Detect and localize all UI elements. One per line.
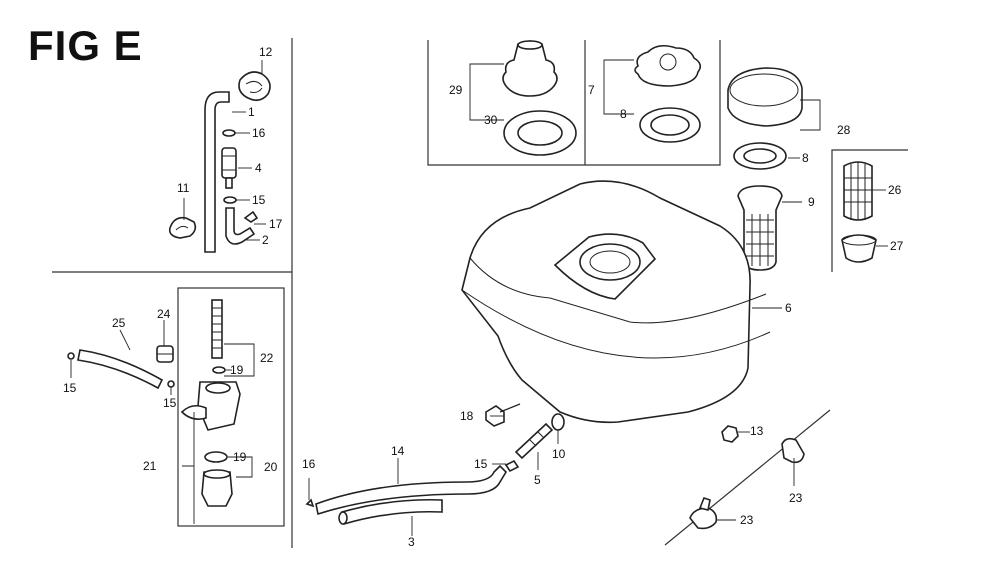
label-9: 9 bbox=[808, 195, 815, 209]
clip-23-upper bbox=[781, 437, 805, 464]
nut-24 bbox=[156, 345, 174, 363]
gasket-8-right bbox=[733, 142, 787, 170]
tube-3 bbox=[338, 498, 443, 526]
label-15-bottom: 15 bbox=[474, 457, 488, 471]
label-19-upper: 19 bbox=[230, 363, 244, 377]
tube-2 bbox=[225, 207, 256, 245]
cap-7 bbox=[634, 44, 702, 87]
label-16-upper: 16 bbox=[252, 126, 266, 140]
label-22: 22 bbox=[260, 351, 274, 365]
label-2: 2 bbox=[262, 233, 269, 247]
label-3: 3 bbox=[408, 535, 415, 549]
label-17: 17 bbox=[269, 217, 283, 231]
fuel-filter-4 bbox=[221, 147, 237, 189]
clamp-15-upper bbox=[223, 196, 237, 204]
label-23-lower: 23 bbox=[740, 513, 754, 527]
label-13: 13 bbox=[750, 424, 764, 438]
strainer-22 bbox=[211, 299, 223, 359]
oring-19-upper bbox=[212, 366, 226, 374]
cap-29 bbox=[502, 40, 558, 97]
label-8-right: 8 bbox=[802, 151, 809, 165]
clamp-16 bbox=[222, 129, 236, 137]
bolt-18 bbox=[485, 403, 521, 427]
clip-12 bbox=[238, 71, 271, 102]
label-27: 27 bbox=[890, 239, 904, 253]
clip-17 bbox=[243, 210, 259, 223]
clip-11 bbox=[168, 216, 197, 239]
label-24: 24 bbox=[157, 307, 171, 321]
label-20: 20 bbox=[264, 460, 278, 474]
label-29: 29 bbox=[449, 83, 463, 97]
label-12: 12 bbox=[259, 45, 273, 59]
tube-25 bbox=[77, 349, 164, 390]
label-15-valve: 15 bbox=[163, 396, 177, 410]
nut-13 bbox=[721, 425, 739, 443]
label-14: 14 bbox=[391, 444, 405, 458]
label-30: 30 bbox=[484, 113, 498, 127]
label-6: 6 bbox=[785, 301, 792, 315]
clip-23-lower bbox=[689, 497, 718, 530]
label-16-lower: 16 bbox=[302, 457, 316, 471]
tube-14 bbox=[315, 464, 508, 516]
label-1: 1 bbox=[248, 105, 255, 119]
figure-title: FIG E bbox=[28, 22, 143, 69]
clamp-15-bottom bbox=[504, 459, 520, 473]
ring-27 bbox=[841, 234, 877, 263]
label-19-lower: 19 bbox=[233, 450, 247, 464]
label-21: 21 bbox=[143, 459, 157, 473]
label-11: 11 bbox=[177, 181, 190, 195]
callout-labels: 12 1 16 4 15 17 2 11 25 24 15 15 22 19 1… bbox=[63, 45, 904, 549]
sediment-cup bbox=[201, 469, 233, 507]
label-25: 25 bbox=[112, 316, 126, 330]
label-23-upper: 23 bbox=[789, 491, 803, 505]
fitting-5 bbox=[514, 422, 554, 460]
label-15-upper: 15 bbox=[252, 193, 266, 207]
label-26: 26 bbox=[888, 183, 902, 197]
clamp-15-valve bbox=[167, 380, 175, 388]
leader-lines bbox=[70, 59, 888, 536]
label-18: 18 bbox=[460, 409, 474, 423]
label-10: 10 bbox=[552, 447, 566, 461]
fuel-valve bbox=[180, 381, 241, 431]
clamp-15-left bbox=[67, 352, 75, 360]
section-dividers bbox=[52, 38, 908, 548]
label-4: 4 bbox=[255, 161, 262, 175]
label-15-left: 15 bbox=[63, 381, 77, 395]
label-28: 28 bbox=[837, 123, 851, 137]
washer-10 bbox=[551, 413, 565, 431]
strainer-26 bbox=[843, 161, 873, 221]
label-5: 5 bbox=[534, 473, 541, 487]
gasket-30 bbox=[503, 110, 577, 156]
cap-28 bbox=[727, 67, 803, 127]
fuel-tube-1 bbox=[204, 91, 230, 253]
oring-19-lower bbox=[204, 451, 228, 463]
fuel-tank-6 bbox=[461, 180, 771, 424]
gasket-8-top bbox=[639, 107, 701, 143]
label-8-top: 8 bbox=[620, 107, 627, 121]
clamp-15-bottom-left bbox=[305, 498, 315, 508]
label-7: 7 bbox=[588, 83, 595, 97]
